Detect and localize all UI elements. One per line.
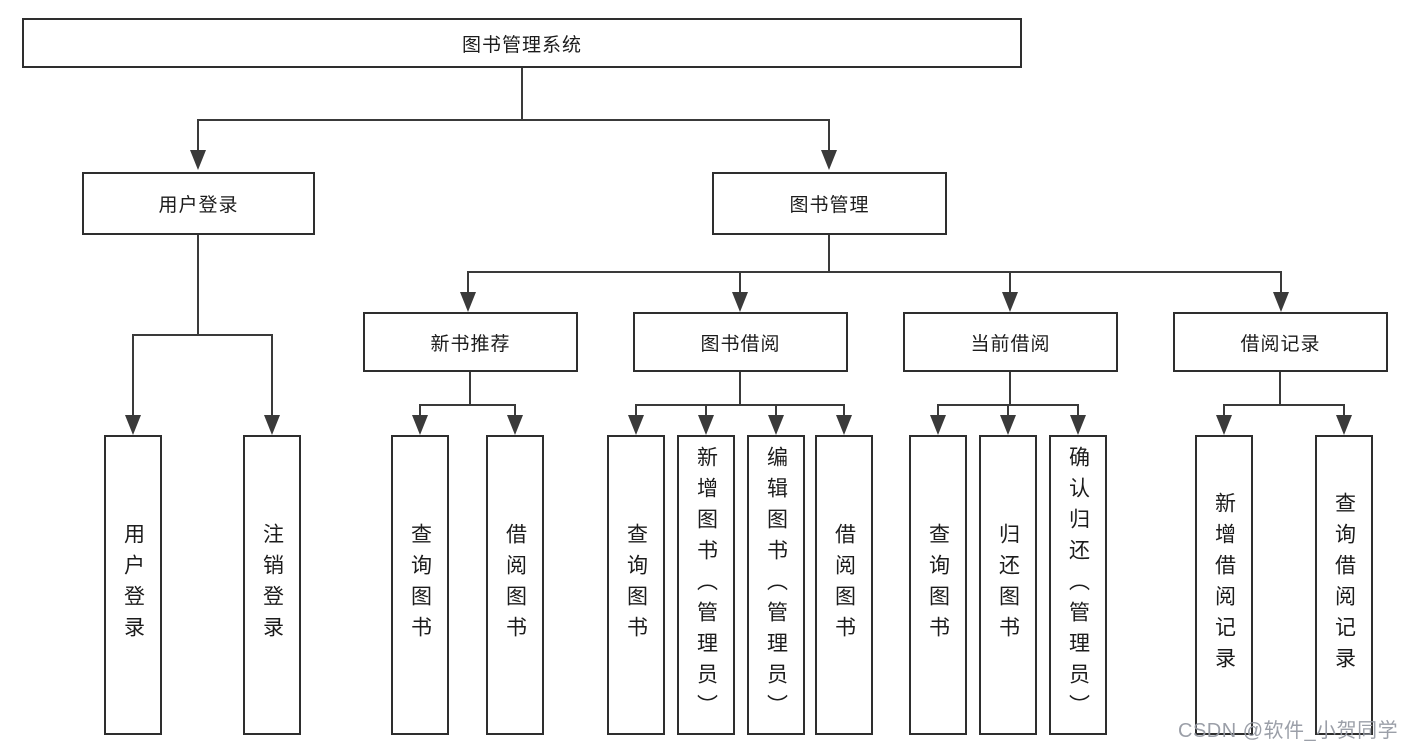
leaf-confirm-return-admin: 确认归还（管理员）: [1049, 435, 1107, 735]
csdn-watermark: CSDN @软件_小贺同学: [1178, 720, 1399, 742]
connector-line: [197, 119, 830, 121]
leaf-borrow-books: 借阅图书: [815, 435, 873, 735]
connector-line: [1343, 404, 1345, 417]
node-label: 当前借阅: [970, 333, 1051, 355]
arrowhead-down-icon: [698, 415, 714, 435]
node-label: 图书管理: [789, 195, 870, 216]
node-label: 用户登录: [121, 523, 145, 647]
arrowhead-down-icon: [264, 415, 280, 435]
arrowhead-down-icon: [628, 415, 644, 435]
node-library-management-system: 图书管理系统: [22, 18, 1022, 68]
connector-line: [1009, 372, 1011, 406]
node-label: 图书借阅: [700, 333, 781, 355]
connector-line: [705, 404, 707, 417]
node-label: 新书推荐: [430, 333, 511, 355]
node-label: 确认归还（管理员）: [1066, 445, 1090, 725]
leaf-query-borrow-record: 查询借阅记录: [1315, 435, 1373, 735]
node-book-borrowing: 图书借阅: [633, 312, 848, 372]
arrowhead-down-icon: [1216, 415, 1232, 435]
connector-line: [1007, 404, 1009, 417]
node-label: 借阅记录: [1240, 333, 1321, 355]
connector-line: [635, 404, 637, 417]
node-new-book-recommend: 新书推荐: [363, 312, 578, 372]
node-label: 新增图书（管理员）: [694, 445, 718, 725]
connector-line: [1280, 271, 1282, 293]
node-book-management: 图书管理: [712, 172, 947, 235]
arrowhead-down-icon: [768, 415, 784, 435]
leaf-borrow-books: 借阅图书: [486, 435, 544, 735]
arrowhead-down-icon: [821, 150, 837, 170]
connector-line: [1077, 404, 1079, 417]
connector-line: [937, 404, 939, 417]
arrowhead-down-icon: [460, 292, 476, 312]
connector-line: [467, 271, 469, 293]
connector-line: [419, 404, 516, 406]
leaf-query-books: 查询图书: [909, 435, 967, 735]
connector-line: [197, 235, 199, 336]
connector-line: [132, 334, 273, 336]
node-label: 注销登录: [260, 523, 284, 647]
node-label: 查询图书: [926, 523, 950, 647]
node-label: 编辑图书（管理员）: [764, 445, 788, 725]
leaf-add-borrow-record: 新增借阅记录: [1195, 435, 1253, 735]
connector-line: [467, 271, 1282, 273]
connector-line: [739, 372, 741, 406]
node-label: 查询图书: [408, 523, 432, 647]
node-label: 查询借阅记录: [1332, 492, 1356, 678]
connector-line: [271, 334, 273, 416]
node-label: 图书管理系统: [461, 34, 582, 56]
arrowhead-down-icon: [930, 415, 946, 435]
connector-line: [775, 404, 777, 417]
connector-line: [514, 404, 516, 417]
connector-line: [828, 119, 830, 151]
connector-line: [739, 271, 741, 293]
arrowhead-down-icon: [1336, 415, 1352, 435]
leaf-query-books: 查询图书: [391, 435, 449, 735]
arrowhead-down-icon: [125, 415, 141, 435]
node-borrowing-records: 借阅记录: [1173, 312, 1388, 372]
node-user-login: 用户登录: [82, 172, 315, 235]
connector-line: [828, 235, 830, 273]
leaf-return-books: 归还图书: [979, 435, 1037, 735]
connector-line: [1223, 404, 1345, 406]
node-label: 借阅图书: [832, 523, 856, 647]
arrowhead-down-icon: [507, 415, 523, 435]
arrowhead-down-icon: [190, 150, 206, 170]
leaf-logout: 注销登录: [243, 435, 301, 735]
leaf-query-books: 查询图书: [607, 435, 665, 735]
connector-line: [197, 119, 199, 151]
connector-line: [635, 404, 845, 406]
leaf-add-books-admin: 新增图书（管理员）: [677, 435, 735, 735]
node-label: 查询图书: [624, 523, 648, 647]
arrowhead-down-icon: [412, 415, 428, 435]
connector-line: [843, 404, 845, 417]
connector-line: [1223, 404, 1225, 417]
connector-line: [419, 404, 421, 417]
arrowhead-down-icon: [1002, 292, 1018, 312]
leaf-user-login: 用户登录: [104, 435, 162, 735]
node-label: 归还图书: [996, 523, 1020, 647]
arrowhead-down-icon: [1070, 415, 1086, 435]
arrowhead-down-icon: [836, 415, 852, 435]
connector-line: [469, 372, 471, 406]
node-label: 借阅图书: [503, 523, 527, 647]
node-current-borrowing: 当前借阅: [903, 312, 1118, 372]
leaf-edit-books-admin: 编辑图书（管理员）: [747, 435, 805, 735]
arrowhead-down-icon: [1000, 415, 1016, 435]
arrowhead-down-icon: [1273, 292, 1289, 312]
arrowhead-down-icon: [732, 292, 748, 312]
connector-line: [1009, 271, 1011, 293]
connector-line: [521, 68, 523, 120]
node-label: 用户登录: [158, 195, 239, 216]
connector-line: [1279, 372, 1281, 406]
node-label: 新增借阅记录: [1212, 492, 1236, 678]
connector-line: [132, 334, 134, 416]
